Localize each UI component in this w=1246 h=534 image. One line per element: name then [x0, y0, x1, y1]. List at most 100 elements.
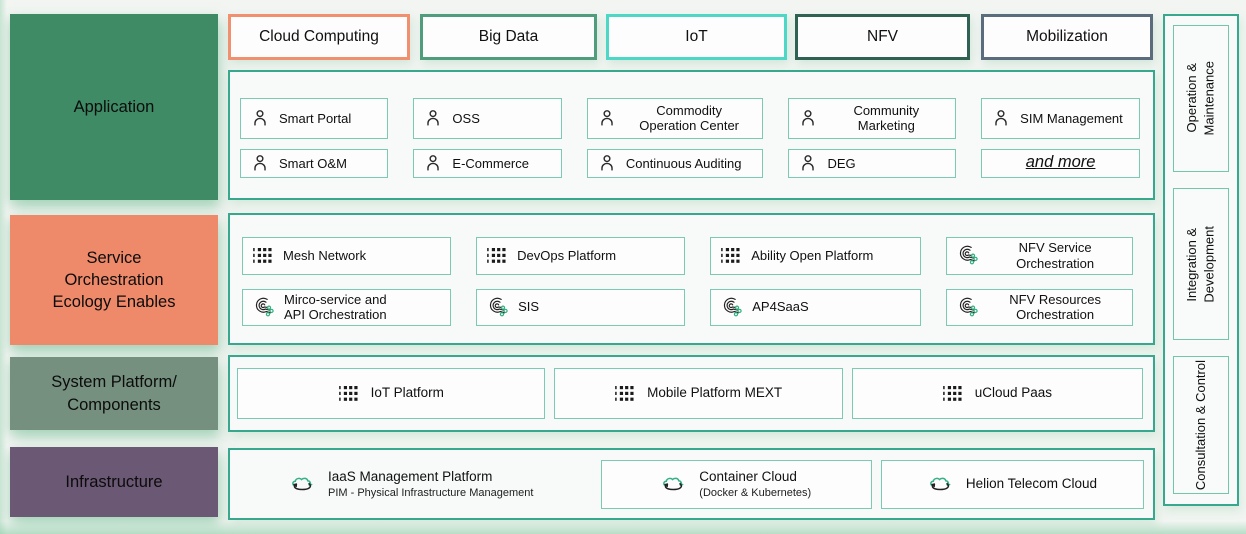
application-container: Smart Portal OSS Commodity Operation Cente…	[228, 70, 1155, 200]
cloud-cycle-icon	[928, 475, 954, 494]
system-item: IoT Platform	[237, 368, 546, 419]
grid-icon	[942, 386, 963, 401]
item-label: SIS	[518, 299, 540, 315]
decorative-glow-bottom	[0, 521, 1246, 534]
application-item: E-Commerce	[413, 148, 562, 178]
item-label: Helion Telecom Cloud	[965, 476, 1097, 492]
sidebar-label: Integration & Development	[1184, 225, 1217, 303]
item-label: Continuous Auditing	[625, 155, 742, 171]
cloud-cycle-icon	[661, 475, 687, 494]
person-icon	[799, 109, 817, 127]
system-item: Mobile Platform MEXT	[554, 368, 843, 419]
person-icon	[799, 154, 817, 172]
category-iot: IoT	[606, 14, 787, 60]
person-icon	[251, 109, 269, 127]
grid-icon	[487, 248, 507, 264]
grid-icon	[338, 386, 359, 401]
person-icon	[424, 109, 442, 127]
application-item: DEG	[788, 148, 957, 178]
flow-icon	[487, 297, 508, 318]
service-orchestration-container: Mesh Network DevOps Platform Ability Open …	[228, 213, 1155, 345]
infrastructure-item: Container Cloud(Docker & Kubernetes)	[600, 460, 872, 509]
service-item: Mesh Network	[242, 237, 452, 275]
sidebar-label: Operation & Maintenance	[1184, 61, 1217, 136]
item-label: OSS	[452, 110, 480, 126]
category-big-data: Big Data	[420, 14, 597, 60]
item-label: Smart O&M	[279, 155, 347, 171]
system-items: IoT Platform Mobile Platform MEXT uCloud P…	[237, 368, 1143, 419]
layer-label-infrastructure: Infrastructure	[10, 447, 218, 517]
item-label: Community Marketing	[853, 102, 920, 134]
item-label: Mirco-service and API Orchestration	[284, 291, 387, 323]
category-cloud-computing: Cloud Computing	[228, 14, 410, 60]
layer-label-application: Application	[10, 14, 218, 200]
item-label: IoT Platform	[370, 385, 444, 401]
item-label: Ability Open Platform	[751, 247, 874, 263]
item-label: E-Commerce	[452, 155, 529, 171]
item-label: Container Cloud	[699, 469, 797, 485]
cloud-cycle-icon	[290, 475, 316, 494]
application-item: OSS	[413, 98, 562, 139]
capability-sidebar: Operation & Maintenance Integration & De…	[1163, 14, 1239, 506]
flow-icon	[721, 297, 742, 318]
service-item: NFV Resources Orchestration	[946, 288, 1133, 326]
person-icon	[598, 109, 616, 127]
decorative-glow-left	[0, 0, 7, 534]
flow-icon	[253, 297, 274, 318]
item-text-block: Container Cloud(Docker & Kubernetes)	[699, 469, 811, 499]
item-label: DEG	[827, 155, 856, 171]
item-label: NFV Resources Orchestration	[1009, 291, 1101, 323]
category-nfv: NFV	[795, 14, 970, 60]
item-label: DevOps Platform	[517, 247, 617, 263]
item-label: IaaS Management Platform	[328, 469, 493, 485]
item-label: NFV Service Orchestration	[1016, 240, 1095, 271]
sidebar-item-integration-development: Integration & Development	[1173, 188, 1229, 340]
item-label: SIM Management	[1020, 110, 1123, 126]
system-item: uCloud Paas	[851, 368, 1143, 419]
service-items: Mesh Network DevOps Platform Ability Open …	[242, 237, 1133, 326]
application-item: Smart O&M	[240, 148, 389, 178]
item-label: Commodity Operation Center	[639, 102, 740, 134]
layer-label-service-orchestration: Service Orchestration Ecology Enables	[10, 215, 218, 345]
grid-icon	[721, 248, 741, 264]
sidebar-label: Consultation & Control	[1193, 359, 1209, 491]
service-item: AP4SaaS	[710, 288, 922, 326]
person-icon	[251, 154, 269, 172]
flow-icon	[957, 297, 978, 318]
infrastructure-item: Helion Telecom Cloud	[880, 460, 1144, 509]
item-subtitle: PIM - Physical Infrastructure Management	[328, 486, 534, 499]
person-icon	[992, 109, 1010, 127]
person-icon	[598, 154, 616, 172]
application-item: Community Marketing	[788, 98, 957, 139]
grid-icon	[253, 248, 273, 264]
item-label: uCloud Paas	[974, 385, 1053, 401]
system-platform-container: IoT Platform Mobile Platform MEXT uCloud P…	[228, 355, 1155, 432]
service-item: NFV Service Orchestration	[946, 237, 1133, 275]
application-item: SIM Management	[981, 98, 1140, 139]
item-label: AP4SaaS	[752, 299, 809, 315]
item-label: and more	[1025, 153, 1096, 172]
service-item: SIS	[476, 288, 686, 326]
item-label: Smart Portal	[279, 110, 352, 126]
item-subtitle: (Docker & Kubernetes)	[699, 486, 812, 499]
sidebar-item-operation-maintenance: Operation & Maintenance	[1173, 25, 1229, 172]
application-item: Continuous Auditing	[586, 148, 764, 178]
item-label: Mesh Network	[283, 247, 367, 263]
service-item: Ability Open Platform	[710, 237, 922, 275]
layer-label-system-platform: System Platform/ Components	[10, 357, 218, 430]
application-item: and more	[981, 148, 1140, 178]
flow-icon	[957, 245, 978, 266]
category-mobilization: Mobilization	[981, 14, 1153, 60]
service-item: Mirco-service and API Orchestration	[242, 288, 452, 326]
service-item: DevOps Platform	[476, 237, 686, 275]
grid-icon	[615, 386, 635, 401]
application-item: Commodity Operation Center	[586, 98, 764, 139]
person-icon	[424, 154, 442, 172]
sidebar-item-consultation-control: Consultation & Control	[1173, 356, 1229, 494]
application-item: Smart Portal	[240, 98, 389, 139]
